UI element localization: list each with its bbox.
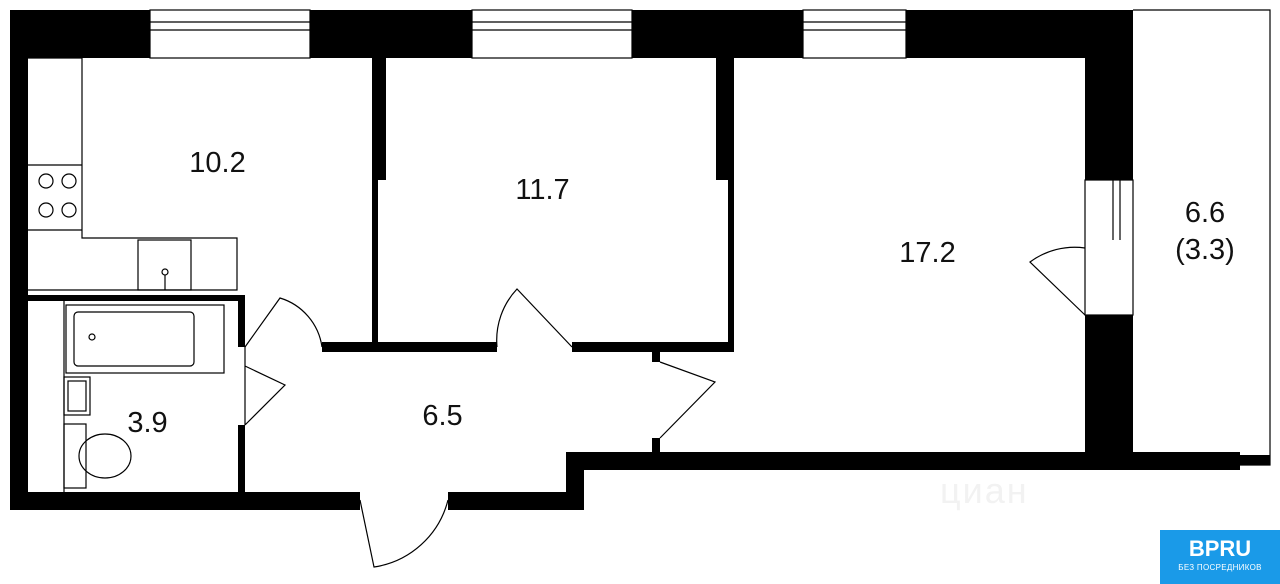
room-area-bathroom: 3.9 — [127, 407, 168, 439]
room-area-bedroom: 11.7 — [515, 174, 570, 206]
logo-brand: BPRU — [1188, 536, 1252, 561]
logo-tagline: БЕЗ ПОСРЕДНИКОВ — [1178, 563, 1262, 572]
room-area-kitchen: 10.2 — [189, 147, 246, 179]
door-swings — [244, 246, 1086, 568]
fixtures — [28, 57, 238, 492]
watermark: циан — [940, 470, 1029, 511]
bpru-logo: BPRU БЕЗ ПОСРЕДНИКОВ — [1160, 530, 1280, 584]
room-area-living: 17.2 — [899, 237, 956, 269]
kitchen-counter — [28, 57, 238, 291]
room-area-hallway: 6.5 — [422, 400, 463, 432]
room-area-balcony-reduced: (3.3) — [1175, 234, 1235, 266]
walls — [10, 10, 1270, 510]
room-area-balcony: 6.6 — [1184, 197, 1226, 229]
